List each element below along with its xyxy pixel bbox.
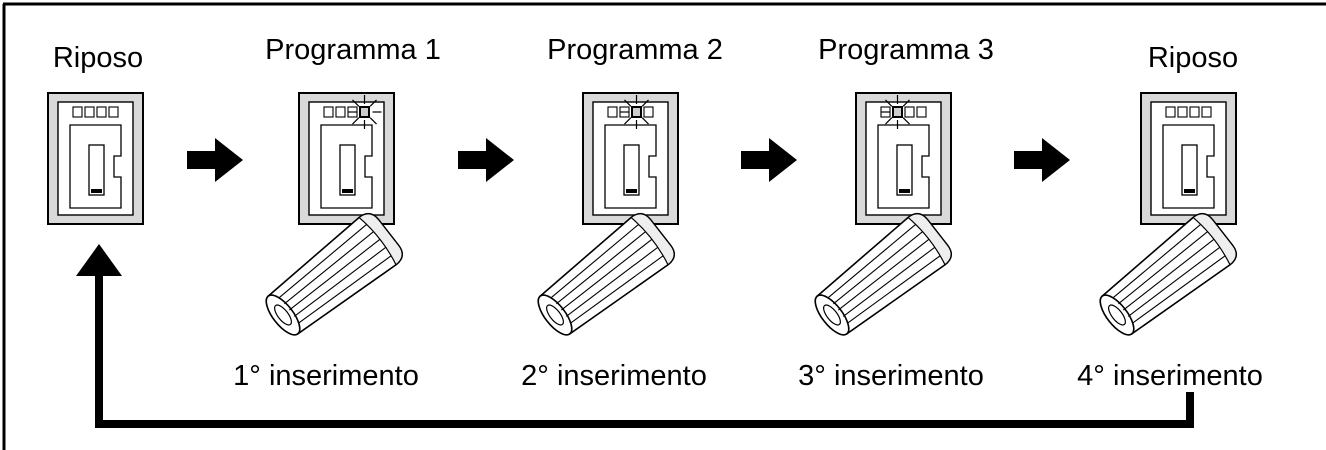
insertion-label-4: 4° inserimento [1077,360,1263,392]
led-indicator [607,106,618,118]
led-indicator [1189,106,1200,118]
led-blink-icon [347,95,382,129]
reader-device [855,92,952,225]
reader-devices [47,92,1237,225]
right-arrow-icon [741,138,797,182]
stage-title-2: Programma 1 [265,34,441,66]
right-arrow-icon [1014,138,1070,182]
transponder-key-icon [804,208,957,346]
stage-title-5: Riposo [1148,42,1238,74]
right-arrow-icon [187,138,243,182]
reader-device [298,92,395,225]
led-indicator [72,106,83,118]
stage-title-1: Riposo [53,42,143,74]
led-indicator [96,106,107,118]
stage-title-3: Programma 2 [547,34,723,66]
transponder-key-icon [255,208,408,346]
transponder-keys [255,208,1242,346]
led-indicator [916,106,927,118]
led-indicator [643,106,654,118]
led-indicator [1165,106,1176,118]
transponder-key-icon [527,208,680,346]
return-loop-arrow [76,244,1194,428]
led-indicator [335,106,346,118]
led-indicator [904,106,915,118]
led-indicator [1201,106,1212,118]
stage-title-4: Programma 3 [818,34,994,66]
insertion-label-2: 2° inserimento [521,360,707,392]
led-indicator [892,106,903,118]
led-indicator [323,106,334,118]
insertion-label-3: 3° inserimento [798,360,984,392]
reader-device [1140,92,1237,225]
transponder-key-icon [1089,208,1242,346]
reader-device [582,92,679,225]
insertion-label-1: 1° inserimento [233,360,419,392]
reader-device [47,92,144,225]
led-indicator [108,106,119,118]
led-indicator [84,106,95,118]
right-arrow-icon [458,138,514,182]
led-indicator [631,106,642,118]
led-indicator [1177,106,1188,118]
up-arrow-icon [76,244,122,276]
led-indicator [359,106,370,118]
